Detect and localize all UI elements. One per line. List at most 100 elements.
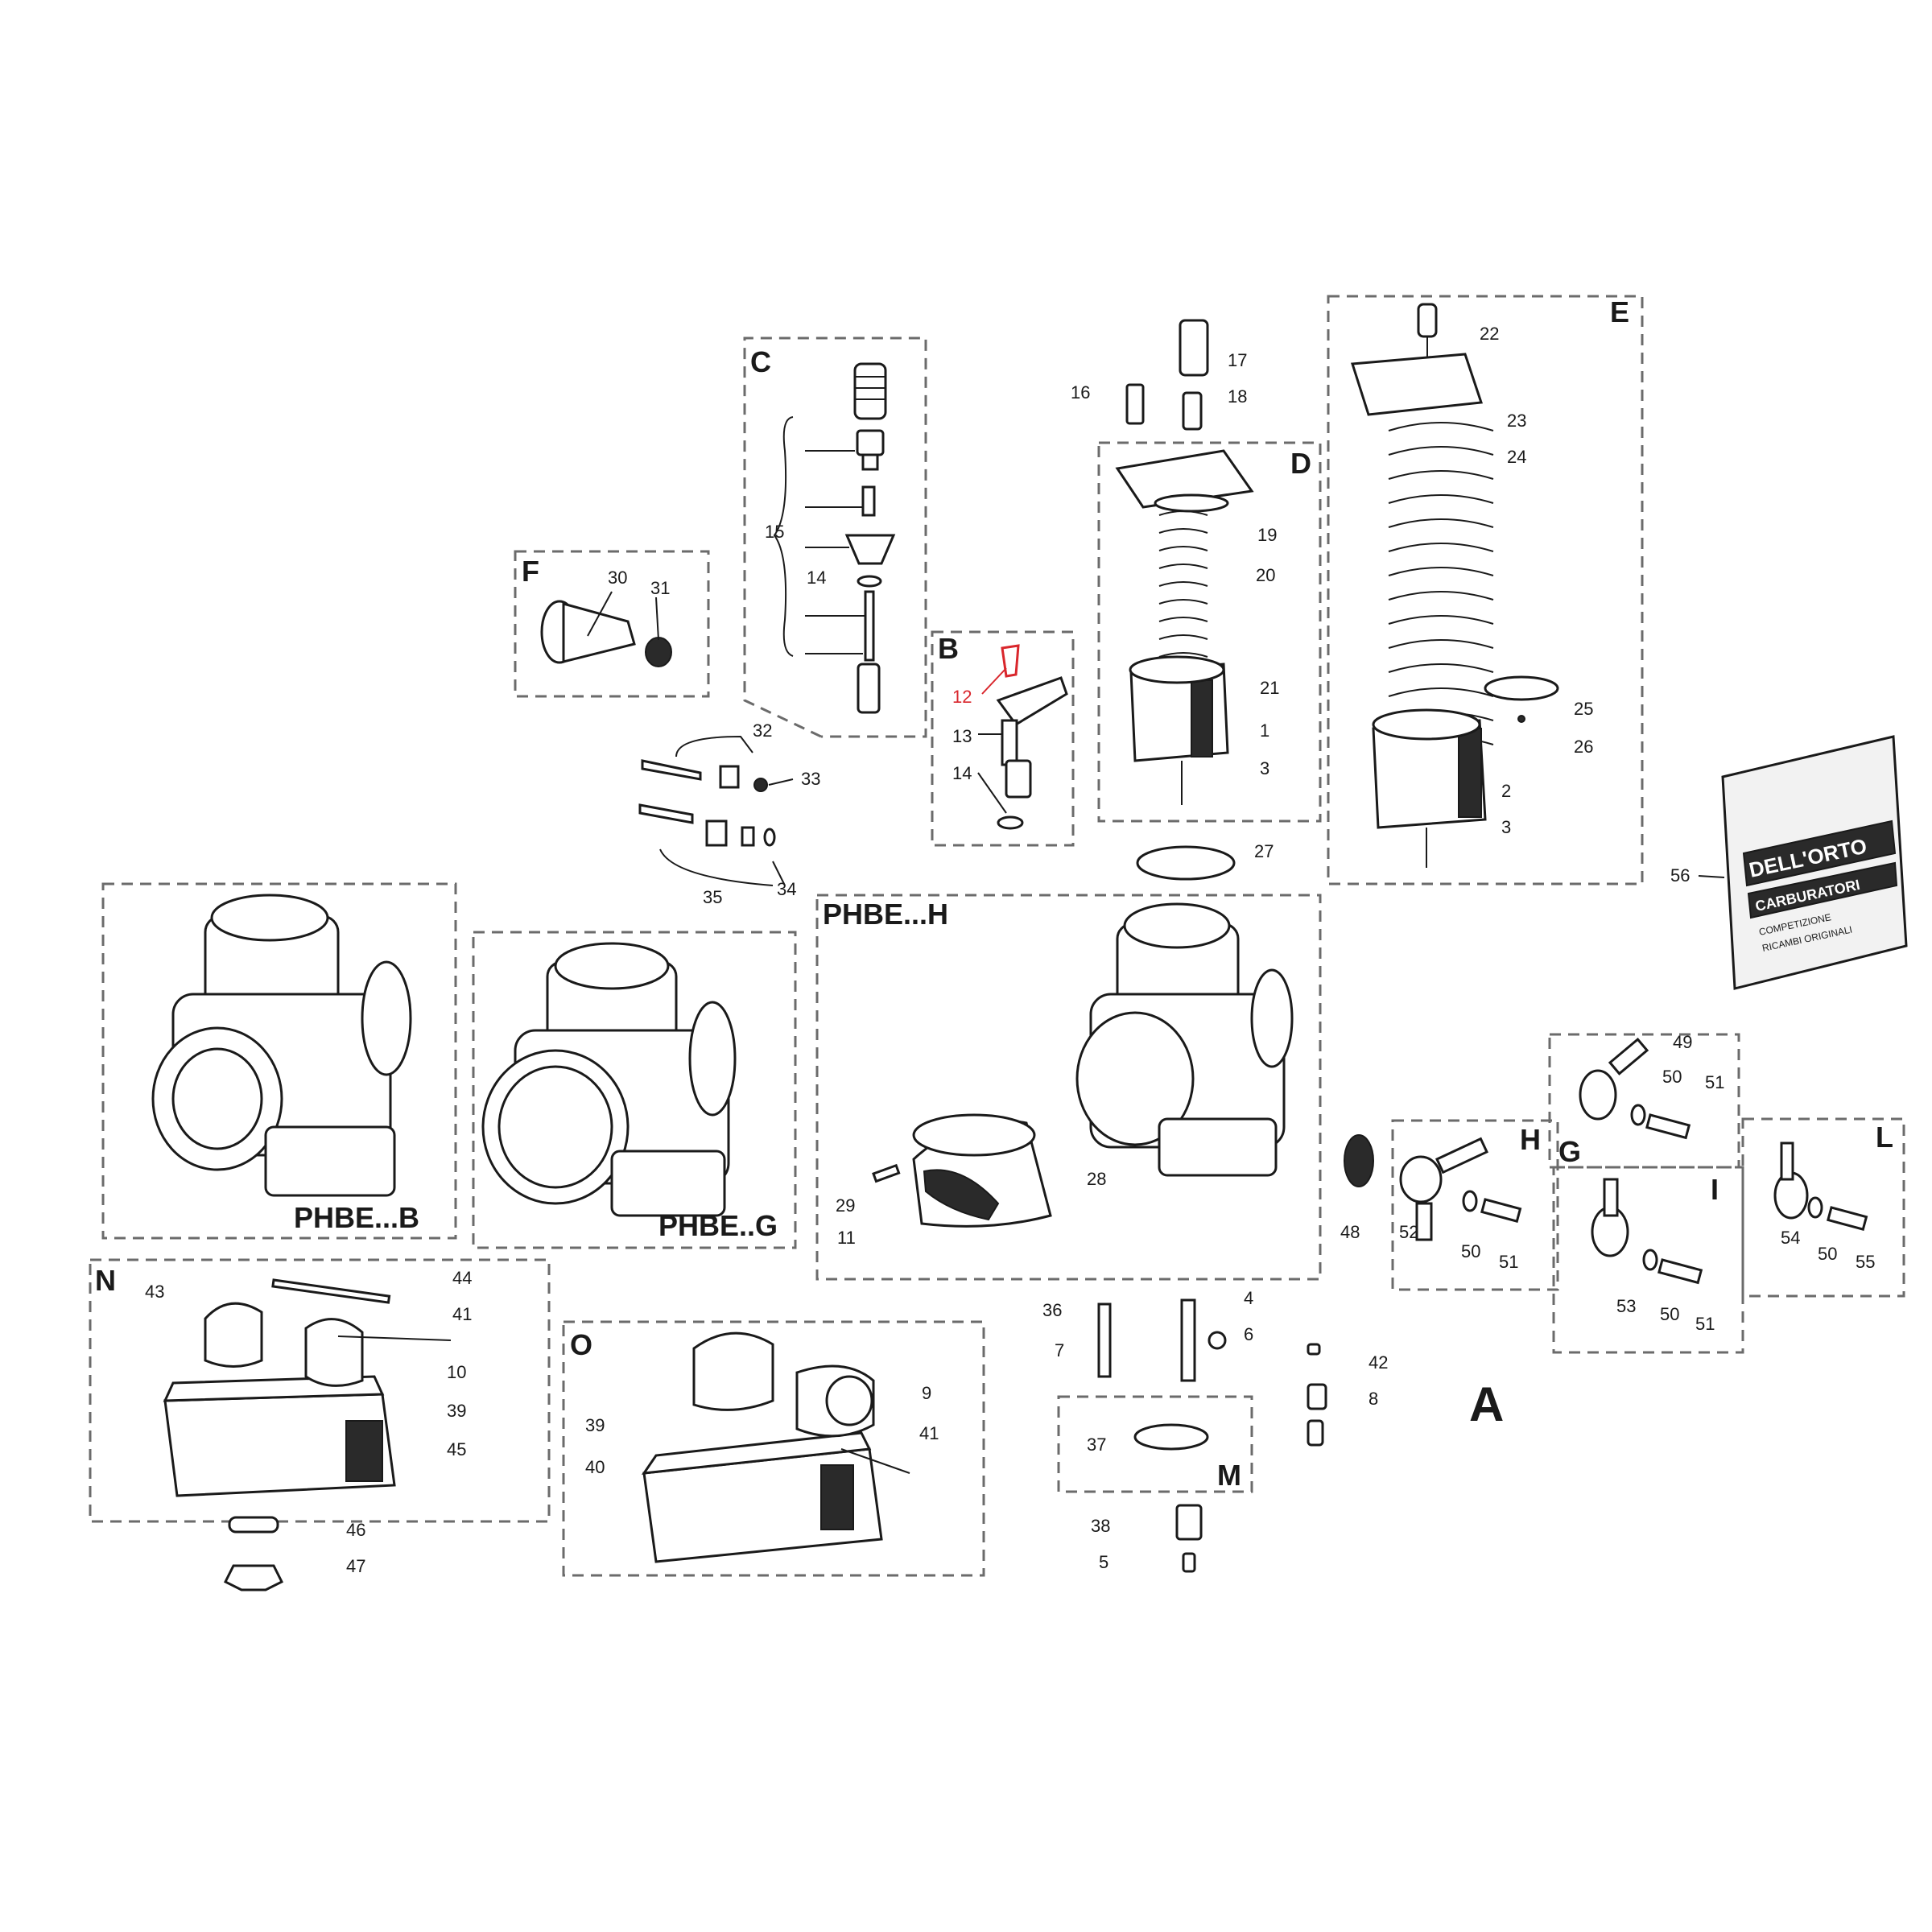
part-number-33: 33 <box>801 769 820 789</box>
part-number-43: 43 <box>145 1282 164 1302</box>
part-number-10: 10 <box>447 1362 466 1382</box>
frame-phbe-h <box>815 894 1322 1281</box>
part-number-14-b: 14 <box>952 763 972 783</box>
part-number-14: 14 <box>807 568 826 588</box>
part-number-6: 6 <box>1244 1324 1253 1344</box>
part-number-27: 27 <box>1254 841 1274 861</box>
idle-jet-assembly <box>638 735 794 886</box>
part-number-41-o: 41 <box>919 1423 939 1443</box>
section-label-h: H <box>1520 1123 1541 1156</box>
part-number-8: 8 <box>1368 1389 1378 1409</box>
model-label-phbe-b: PHBE...B <box>294 1201 419 1234</box>
section-label-b: B <box>938 632 959 665</box>
part-number-3-e: 3 <box>1501 817 1511 837</box>
frame-h <box>1391 1119 1559 1291</box>
part-number-41-n: 41 <box>452 1304 472 1324</box>
part-number-25: 25 <box>1574 699 1593 719</box>
section-label-e: E <box>1610 295 1629 328</box>
part-number-12: 12 <box>952 687 972 707</box>
part-number-42: 42 <box>1368 1352 1388 1373</box>
part-number-16: 16 <box>1071 382 1090 402</box>
part-number-34: 34 <box>777 879 796 899</box>
part-number-50-l: 50 <box>1818 1244 1837 1264</box>
throttle-lever-assembly <box>977 644 1068 830</box>
part-number-35: 35 <box>703 887 722 907</box>
part-number-45: 45 <box>447 1439 466 1459</box>
assembly-label-a: A <box>1469 1377 1504 1431</box>
part-number-30: 30 <box>608 568 627 588</box>
part-number-19: 19 <box>1257 525 1277 545</box>
frame-m <box>1057 1395 1253 1493</box>
part-number-2: 2 <box>1501 781 1511 801</box>
part-number-26: 26 <box>1574 737 1593 757</box>
part-number-36: 36 <box>1042 1300 1062 1320</box>
frame-phbe-g <box>472 931 797 1249</box>
part-number-37: 37 <box>1087 1435 1106 1455</box>
choke-plunger-assembly <box>773 362 896 714</box>
part-number-39-n: 39 <box>447 1401 466 1421</box>
frame-l <box>1741 1117 1905 1298</box>
part-number-31: 31 <box>650 578 670 598</box>
section-label-g: G <box>1558 1135 1581 1168</box>
part-number-13: 13 <box>952 726 972 746</box>
part-number-9: 9 <box>922 1383 931 1403</box>
frame-b <box>931 630 1075 847</box>
part-number-55: 55 <box>1856 1252 1875 1272</box>
fuel-fittings <box>1344 1037 1868 1285</box>
section-label-c: C <box>750 345 771 378</box>
model-label-phbe-h: PHBE...H <box>823 898 948 931</box>
carburetor-body-phbe-b <box>151 894 412 1197</box>
part-number-22: 22 <box>1480 324 1499 344</box>
part-number-52: 52 <box>1399 1222 1418 1242</box>
part-number-29: 29 <box>836 1195 855 1216</box>
section-letters: C F B D E N O M H G I L A PHBE...B PHBE.… <box>95 295 1893 1492</box>
part-number-11: 11 <box>837 1228 856 1248</box>
frame-o <box>562 1320 985 1577</box>
part-number-7: 7 <box>1055 1340 1064 1360</box>
section-label-f: F <box>522 555 539 588</box>
part-number-18: 18 <box>1228 386 1247 407</box>
part-number-4: 4 <box>1244 1288 1253 1308</box>
part-number-47: 47 <box>346 1556 365 1576</box>
part-number-3-d: 3 <box>1260 758 1269 778</box>
frame-n <box>89 1258 551 1523</box>
frame-g <box>1548 1033 1740 1169</box>
part-number-50-i: 50 <box>1660 1304 1679 1324</box>
part-number-40: 40 <box>585 1457 605 1477</box>
part-number-51-h: 51 <box>1499 1252 1518 1272</box>
part-number-38: 38 <box>1091 1516 1110 1536</box>
part-number-20: 20 <box>1256 565 1275 585</box>
section-label-d: D <box>1290 447 1311 480</box>
part-number-48: 48 <box>1340 1222 1360 1242</box>
section-frames <box>89 295 1905 1577</box>
frame-i <box>1552 1166 1744 1354</box>
frame-f <box>514 550 710 698</box>
starter-valve-assembly <box>540 591 672 667</box>
part-number-24: 24 <box>1507 447 1526 467</box>
part-number-50-h: 50 <box>1461 1241 1480 1261</box>
frame-e <box>1327 295 1644 886</box>
part-number-17: 17 <box>1228 350 1247 370</box>
part-number-1: 1 <box>1260 720 1269 741</box>
part-number-56: 56 <box>1670 865 1690 886</box>
frame-phbe-b <box>101 882 457 1240</box>
part-number-49: 49 <box>1673 1032 1692 1052</box>
part-number-15: 15 <box>765 522 784 542</box>
part-number-54: 54 <box>1781 1228 1800 1248</box>
part-number-46: 46 <box>346 1520 365 1540</box>
part-number-23: 23 <box>1507 411 1526 431</box>
section-label-n: N <box>95 1264 116 1297</box>
part-number-51-g: 51 <box>1705 1072 1724 1092</box>
float-bowl-o <box>641 1331 910 1563</box>
carburetor-body-phbe-g <box>481 942 737 1217</box>
section-label-i: I <box>1711 1173 1719 1206</box>
carburetor-body-phbe-h <box>872 902 1294 1228</box>
part-number-44: 44 <box>452 1268 472 1288</box>
throttle-slide-assembly-d <box>1115 319 1254 881</box>
part-number-labels: 15 14 30 31 12 13 14 32 33 34 35 16 17 1… <box>145 324 1875 1576</box>
part-number-5: 5 <box>1099 1552 1108 1572</box>
part-number-28: 28 <box>1087 1169 1106 1189</box>
part-number-53: 53 <box>1616 1296 1636 1316</box>
part-number-39-o: 39 <box>585 1415 605 1435</box>
